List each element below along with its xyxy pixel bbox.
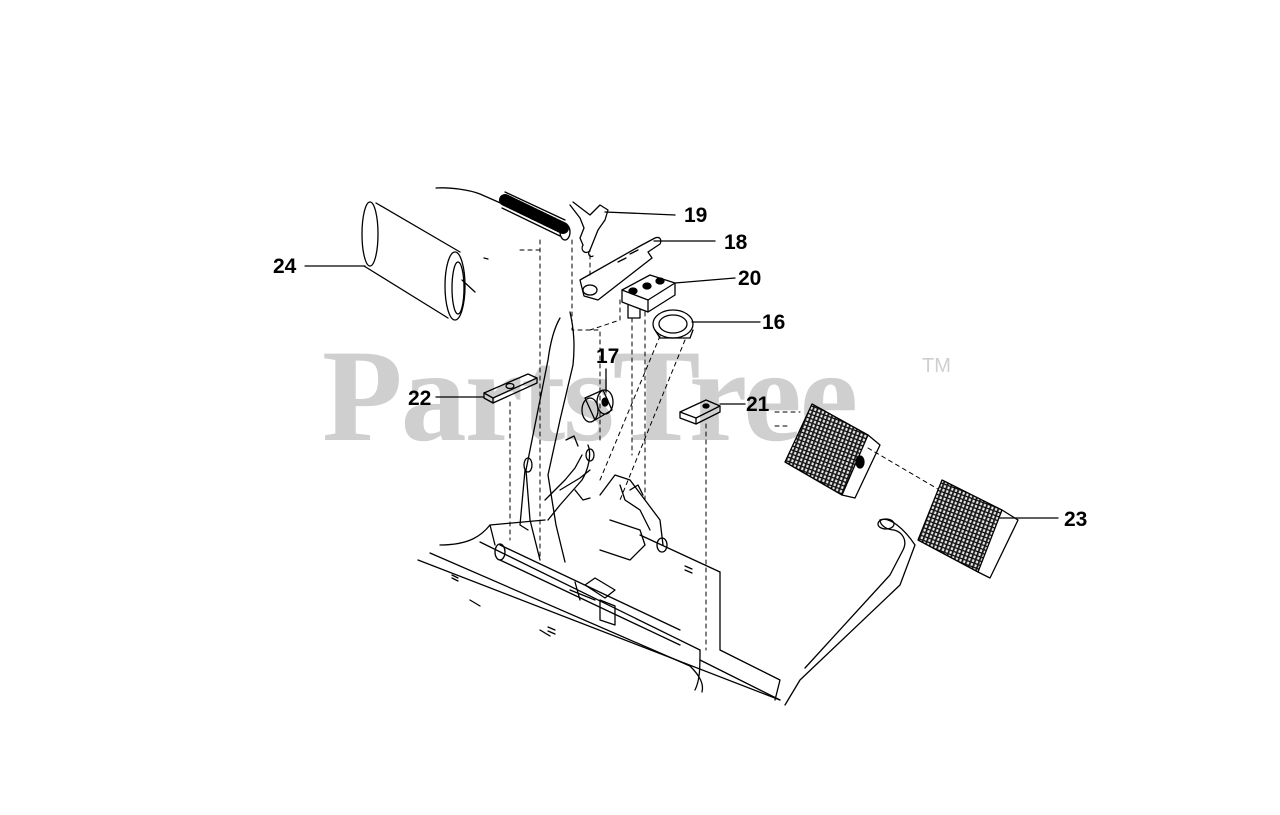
grip-sleeve-24	[361, 201, 489, 321]
callout-16[interactable]: 16	[762, 311, 786, 334]
callout-23[interactable]: 23	[1064, 508, 1088, 531]
callout-18[interactable]: 18	[724, 231, 748, 254]
trademark-mark: TM	[922, 355, 951, 377]
pedal-pad-lower	[917, 479, 1019, 579]
bushing-16	[652, 309, 761, 339]
callout-19[interactable]: 19	[684, 204, 708, 227]
callout-20[interactable]: 20	[738, 267, 762, 290]
pedal-rod	[784, 518, 916, 706]
spring	[435, 187, 571, 241]
roller-17	[581, 368, 614, 423]
frame-base	[417, 519, 781, 701]
callout-22[interactable]: 22	[408, 387, 432, 410]
callout-21[interactable]: 21	[746, 393, 770, 416]
callout-leaders	[304, 265, 1059, 519]
pedal-arm-left	[519, 311, 575, 563]
block-20	[621, 274, 736, 319]
callout-17[interactable]: 17	[596, 345, 620, 368]
pedal-arm-right	[544, 435, 668, 561]
callout-24[interactable]: 24	[273, 255, 297, 278]
pedal-pad-upper	[784, 403, 881, 499]
plate-22	[435, 373, 538, 404]
clip-21	[679, 399, 746, 425]
wire-clip-19	[569, 201, 676, 258]
bracket-18	[579, 236, 716, 301]
cross-shaft	[494, 543, 681, 646]
